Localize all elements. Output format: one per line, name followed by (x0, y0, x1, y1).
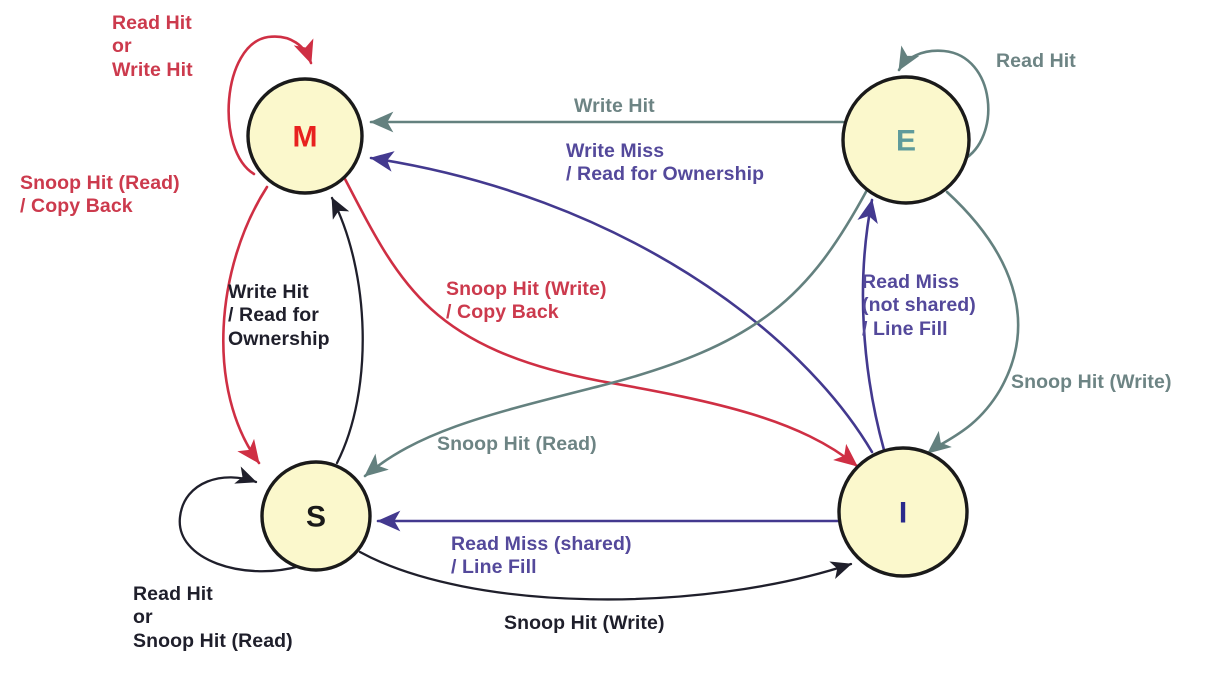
state-label-i: I (899, 497, 907, 530)
edge-label-m-to-s: Snoop Hit (Read) / Copy Back (20, 172, 180, 218)
edge-s-to-s-self-loop (178, 466, 302, 573)
edge-m-to-s (222, 185, 269, 465)
edge-label-s-to-i: Snoop Hit (Write) (504, 612, 665, 634)
edge-m-to-m-self-loop (227, 35, 314, 176)
state-node-m[interactable]: M (246, 77, 364, 195)
state-label-e: E (896, 125, 916, 158)
edge-e-to-i (926, 190, 1020, 455)
state-circle-m[interactable] (246, 77, 364, 195)
edge-s-to-i (358, 550, 853, 601)
edge-e-to-s (363, 188, 869, 478)
edge-label-m-self-loop: Read Hit or Write Hit (112, 12, 193, 81)
edge-label-i-to-e: Read Miss (not shared) / Line Fill (862, 271, 976, 340)
state-node-i[interactable]: I (837, 446, 969, 578)
edge-label-m-to-i: Snoop Hit (Write) / Copy Back (446, 278, 607, 324)
edge-label-e-to-m: Write Hit (574, 95, 655, 117)
state-label-m: M (293, 121, 318, 154)
state-circle-e[interactable] (841, 75, 971, 205)
edge-i-to-e (857, 198, 886, 452)
state-label-s: S (306, 501, 326, 534)
state-circle-s[interactable] (260, 460, 372, 572)
edge-label-e-to-s: Snoop Hit (Read) (437, 433, 597, 455)
edge-label-i-to-m: Write Miss / Read for Ownership (566, 140, 765, 186)
state-node-s[interactable]: S (260, 460, 372, 572)
edge-s-to-m (330, 196, 364, 465)
edge-label-s-self-loop: Read Hit or Snoop Hit (Read) (133, 583, 293, 652)
edge-m-to-i (343, 177, 859, 468)
edge-label-e-self-loop: Read Hit (996, 50, 1076, 72)
edge-i-to-m (369, 151, 874, 454)
edge-label-s-to-m: Write Hit / Read for Ownership (228, 281, 330, 350)
edge-e-to-e-self-loop (897, 45, 990, 162)
state-node-e[interactable]: E (841, 75, 971, 205)
edge-label-e-to-i: Snoop Hit (Write) (1011, 371, 1172, 393)
edge-label-i-to-s: Read Miss (shared) / Line Fill (451, 533, 632, 579)
state-circle-i[interactable] (837, 446, 969, 578)
